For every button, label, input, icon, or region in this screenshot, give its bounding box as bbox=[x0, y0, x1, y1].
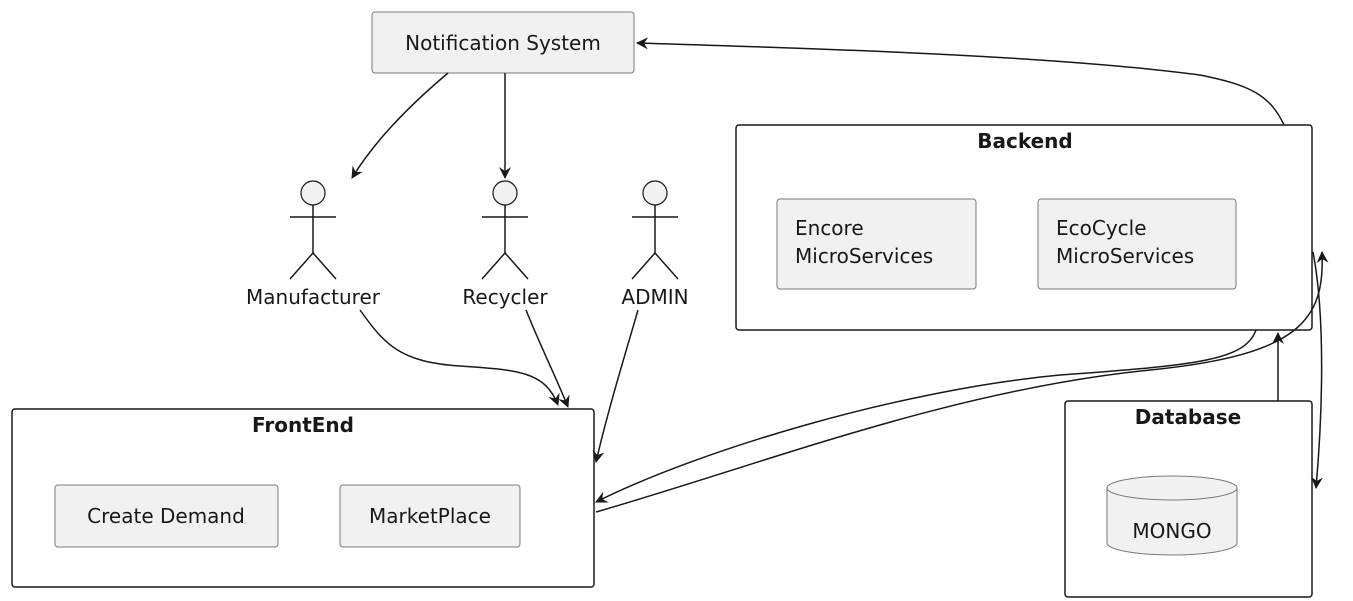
backend-frame[interactable]: Backend Encore MicroServices EcoCycle Mi… bbox=[735, 124, 1313, 331]
recycler-label: Recycler bbox=[462, 285, 548, 309]
mongo-label: MONGO bbox=[1132, 519, 1211, 543]
ecocycle-label-line2: MicroServices bbox=[1056, 244, 1194, 268]
edge-frontend-to-backend[interactable] bbox=[595, 251, 1329, 513]
recycler-stickman-icon bbox=[481, 180, 529, 280]
recycler-actor[interactable]: Recycler bbox=[462, 180, 548, 309]
create-demand-label: Create Demand bbox=[87, 504, 245, 528]
encore-microservices-node[interactable]: Encore MicroServices bbox=[776, 198, 977, 290]
marketplace-node[interactable]: MarketPlace bbox=[339, 484, 521, 548]
manufacturer-actor[interactable]: Manufacturer bbox=[246, 180, 381, 309]
edge-notification-to-manufacturer[interactable] bbox=[351, 72, 449, 179]
marketplace-label: MarketPlace bbox=[369, 504, 491, 528]
admin-label: ADMIN bbox=[621, 285, 688, 309]
manufacturer-label: Manufacturer bbox=[246, 285, 381, 309]
encore-label-line2: MicroServices bbox=[795, 244, 933, 268]
backend-title: Backend bbox=[977, 129, 1072, 153]
database-frame[interactable]: Database MONGO bbox=[1064, 400, 1313, 598]
notification-system-node[interactable]: Notification System bbox=[371, 11, 635, 74]
notification-system-label: Notification System bbox=[405, 31, 601, 55]
manufacturer-stickman-icon bbox=[289, 180, 337, 280]
edge-recycler-to-frontend[interactable] bbox=[525, 309, 570, 408]
edge-backend-to-notification[interactable] bbox=[636, 37, 1285, 126]
ecocycle-microservices-node[interactable]: EcoCycle MicroServices bbox=[1037, 198, 1237, 290]
admin-actor[interactable]: ADMIN bbox=[621, 180, 689, 309]
encore-label-line1: Encore bbox=[795, 216, 864, 240]
admin-stickman-icon bbox=[631, 180, 679, 280]
create-demand-node[interactable]: Create Demand bbox=[54, 484, 279, 548]
ecocycle-label-line1: EcoCycle bbox=[1056, 216, 1147, 240]
frontend-frame[interactable]: FrontEnd Create Demand MarketPlace bbox=[11, 408, 595, 588]
mongo-database-icon[interactable]: MONGO bbox=[1106, 475, 1238, 556]
edge-admin-to-frontend[interactable] bbox=[592, 309, 639, 463]
edge-manufacturer-to-frontend[interactable] bbox=[359, 309, 560, 406]
database-title: Database bbox=[1135, 405, 1241, 429]
frontend-title: FrontEnd bbox=[252, 413, 354, 437]
edge-backend-to-frontend[interactable] bbox=[595, 329, 1257, 503]
edge-backend-to-database[interactable] bbox=[1310, 251, 1323, 489]
